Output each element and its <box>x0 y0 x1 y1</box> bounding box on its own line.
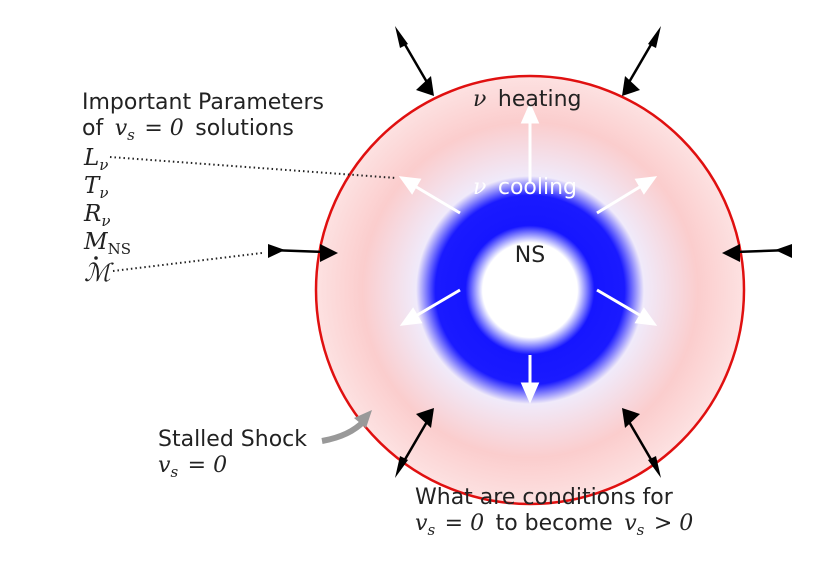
inflow-arrow-top-right <box>622 26 661 96</box>
svg-text:ℳ: ℳ <box>84 258 114 287</box>
outflow-arrows <box>398 102 658 404</box>
inflow-arrow-left <box>268 244 338 262</box>
neutron-star-label: NS <box>515 243 545 268</box>
params-title-line2: of vs = 0 solutions <box>82 115 294 145</box>
inflow-arrows <box>268 26 792 478</box>
inflow-arrow-right <box>722 244 792 262</box>
param-radius: Rν <box>83 201 110 230</box>
param-accretion-rate: ℳ <box>84 256 114 287</box>
outflow-arrow-down <box>520 355 540 404</box>
question-line1: What are conditions for <box>415 485 674 510</box>
stalled-shock-circle <box>314 74 746 506</box>
stalled-shock-velocity: vs = 0 <box>158 453 227 482</box>
param-ns-mass: MNS <box>83 229 131 258</box>
outflow-arrow-upright <box>596 176 658 215</box>
stalled-shock-label: Stalled Shock <box>158 427 307 452</box>
inflow-arrow-top-left <box>395 26 434 96</box>
cooling-label: ν cooling <box>473 174 577 200</box>
outflow-arrow-downright <box>596 288 658 326</box>
inflow-arrow-bottom-left <box>395 408 434 478</box>
param-temperature: Tν <box>84 173 108 202</box>
heating-label: ν heating <box>473 86 581 112</box>
question-line2: vs = 0 to become vs > 0 <box>415 510 693 540</box>
shock-pointer-arrow <box>321 410 372 444</box>
outflow-arrow-downleft <box>399 288 461 326</box>
outflow-arrow-up <box>520 102 540 182</box>
post-shock-region <box>316 76 744 504</box>
accretion-pointer <box>112 252 263 272</box>
inflow-arrow-bottom-right <box>622 408 661 478</box>
params-title-line1: Important Parameters <box>82 90 324 115</box>
outflow-arrow-upleft <box>398 176 461 215</box>
luminosity-pointer <box>109 156 397 179</box>
param-luminosity: Lν <box>83 145 108 174</box>
